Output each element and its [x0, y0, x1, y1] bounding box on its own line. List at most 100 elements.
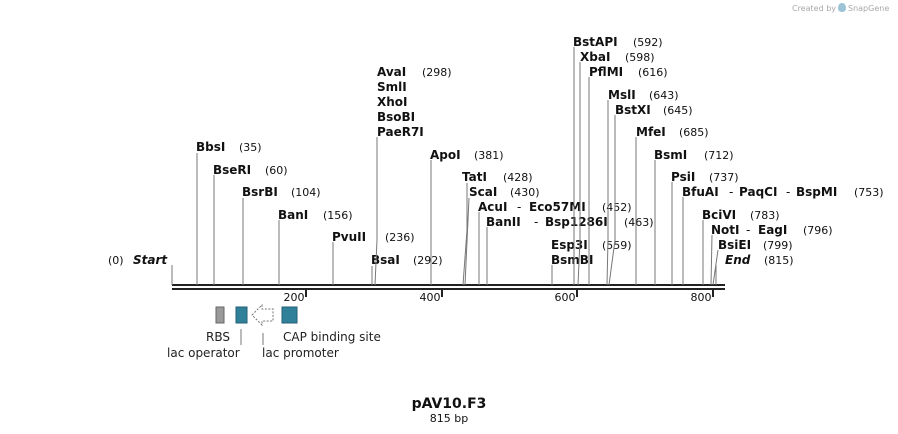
credit-prefix: Created by	[792, 4, 836, 13]
site-pflmi[interactable]: PflMI (616)	[588, 65, 668, 285]
site-bsiei[interactable]: BsiEI (799)	[712, 238, 793, 286]
enzyme-label: NotI	[711, 223, 740, 237]
feature-label: lac operator	[167, 346, 240, 360]
site-leader-line	[464, 197, 470, 286]
enzyme-label: BanII	[486, 215, 521, 229]
site-position: (753)	[854, 186, 884, 199]
enzyme-label: PaeR7I	[377, 125, 424, 139]
site-position: (592)	[633, 36, 663, 49]
lac-promoter-arrow-icon	[251, 303, 274, 327]
site-bstxi[interactable]: BstXI (645)	[608, 103, 693, 286]
enzyme-label: BbsI	[196, 140, 225, 154]
site-leader-line	[374, 137, 378, 286]
site-position: (616)	[638, 66, 668, 79]
site-acui-group[interactable]: AcuI - Eco57MI (452)	[478, 200, 632, 285]
feature-lac-operator[interactable]: lac operator	[167, 306, 248, 360]
enzyme-label: MfeI	[636, 125, 666, 139]
site-leader-line	[462, 183, 468, 286]
feature-lac-promoter[interactable]: lac promoter	[251, 303, 339, 360]
plasmid-title: pAV10.F3	[412, 396, 487, 412]
axis-tick-label-400: 400	[420, 291, 441, 304]
enzyme-label: BciVI	[702, 208, 736, 222]
enzyme-separator: -	[534, 215, 538, 229]
enzyme-label: TatI	[462, 170, 487, 184]
site-bstapi[interactable]: BstAPI (592)	[573, 35, 663, 285]
features: RBS lac operator lac promoter CAP bindin…	[167, 303, 381, 360]
site-position: (737)	[709, 171, 739, 184]
site-position: (685)	[679, 126, 709, 139]
enzyme-label: BseRI	[213, 163, 251, 177]
enzyme-label: BspMI	[796, 185, 837, 199]
site-position: (783)	[750, 209, 780, 222]
site-leader-line	[577, 62, 581, 286]
rbs-box	[215, 306, 225, 324]
site-bseri[interactable]: BseRI (60)	[213, 163, 288, 285]
restriction-sites: BbsI (35) BseRI (60) BsrBI (104) BanI (1…	[196, 35, 884, 286]
site-bsai[interactable]: BsaI (292)	[371, 253, 443, 285]
site-position: (156)	[323, 209, 353, 222]
site-position: (799)	[763, 239, 793, 252]
enzyme-label: BanI	[278, 208, 308, 222]
site-pvuii[interactable]: PvuII (236)	[332, 230, 415, 285]
site-avai-group[interactable]: AvaI (298) SmlI XhoI BsoBI PaeR7I	[374, 65, 452, 286]
site-position: (428)	[503, 171, 533, 184]
credit-brand: SnapGene	[848, 4, 889, 13]
site-xbai[interactable]: XbaI (598)	[577, 50, 655, 286]
site-position: (598)	[625, 51, 655, 64]
site-position: (796)	[803, 224, 833, 237]
site-bfuai-group[interactable]: BfuAI - PaqCI - BspMI (753)	[682, 185, 884, 285]
start-position: (0)	[108, 254, 124, 267]
enzyme-label: BstXI	[615, 103, 651, 117]
enzyme-label: XhoI	[377, 95, 408, 109]
site-noti-group[interactable]: NotI - EagI (796)	[710, 223, 833, 286]
enzyme-label: PsiI	[671, 170, 695, 184]
site-position: (430)	[510, 186, 540, 199]
enzyme-label: BsaI	[371, 253, 400, 267]
site-psii[interactable]: PsiI (737)	[671, 170, 739, 285]
site-bcivi[interactable]: BciVI (783)	[702, 208, 780, 285]
feature-cap-binding-site[interactable]: CAP binding site	[281, 306, 381, 344]
site-bsmi[interactable]: BsmI (712)	[654, 148, 734, 285]
enzyme-label: BfuAI	[682, 185, 719, 199]
enzyme-label: BsiEI	[718, 238, 751, 252]
site-leader-line	[608, 115, 616, 286]
enzyme-label: ScaI	[469, 185, 497, 199]
enzyme-label: BsrBI	[242, 185, 278, 199]
enzyme-separator: -	[786, 185, 790, 199]
site-mfei[interactable]: MfeI (685)	[635, 125, 709, 285]
site-position: (381)	[474, 149, 504, 162]
enzyme-label: ApoI	[430, 148, 461, 162]
site-msli[interactable]: MslI (643)	[606, 88, 679, 286]
site-bbsi[interactable]: BbsI (35)	[196, 140, 262, 285]
site-position: (35)	[239, 141, 262, 154]
start-label: Start	[133, 253, 168, 267]
enzyme-label: Eco57MI	[529, 200, 586, 214]
enzyme-label: EagI	[758, 223, 787, 237]
cap-binding-site-box	[281, 306, 298, 324]
site-banii-group[interactable]: BanII - Bsp1286I (463)	[486, 215, 654, 285]
site-bsrbi[interactable]: BsrBI (104)	[242, 185, 321, 285]
site-position: (298)	[422, 66, 452, 79]
enzyme-label: PflMI	[589, 65, 623, 79]
sequence-backbone	[172, 284, 725, 290]
site-position: (643)	[649, 89, 679, 102]
enzyme-label: BsoBI	[377, 110, 415, 124]
site-leader-line	[606, 100, 609, 286]
feature-label: CAP binding site	[283, 330, 381, 344]
end-marker: End (815)	[715, 253, 794, 285]
axis-ticks: 200 400 600 800	[284, 289, 714, 304]
plasmid-length: 815 bp	[430, 412, 468, 425]
site-apoi[interactable]: ApoI (381)	[430, 148, 504, 285]
axis-tick-label-600: 600	[555, 291, 576, 304]
site-tati[interactable]: TatI (428)	[462, 170, 533, 286]
enzyme-label: AvaI	[377, 65, 406, 79]
feature-rbs[interactable]: RBS	[206, 306, 230, 344]
site-position: (645)	[663, 104, 693, 117]
site-position: (452)	[602, 201, 632, 214]
enzyme-label: SmlI	[377, 80, 407, 94]
axis-tick-label-200: 200	[284, 291, 305, 304]
site-esp3i-group[interactable]: Esp3I (559) BsmBI	[551, 238, 632, 285]
site-bani[interactable]: BanI (156)	[278, 208, 353, 285]
site-scai[interactable]: ScaI (430)	[464, 185, 540, 286]
site-position: (60)	[265, 164, 288, 177]
